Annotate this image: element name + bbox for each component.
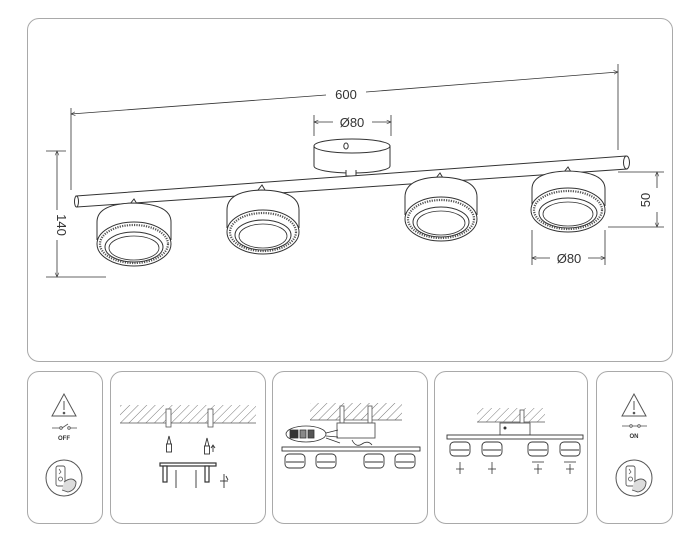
screw-icon [175,470,229,488]
dimension-total-length [71,64,618,190]
mounting-bar [74,155,630,208]
lamp-head-1 [96,198,172,267]
lamp-head-3 [404,172,478,242]
total-height-label: 140 [54,214,69,236]
ceiling-hatch [120,405,256,428]
warning-triangle-icon-on [621,392,647,417]
canopy-diameter-label: Ø80 [340,115,365,130]
lamp-head-2 [226,184,300,255]
terminal-block-icon [285,425,373,446]
fixture-icon-4 [446,434,584,457]
ceiling-canopy [313,138,391,177]
hand-tester-icon [45,459,83,497]
lamp-head-4 [530,166,606,233]
warning-triangle-icon [51,392,77,417]
dimension-head-height [608,172,664,227]
ceiling-hatch-3 [310,403,402,439]
dimension-head-diameter [532,230,605,265]
hand-tester-icon-on [615,459,653,497]
dimension-total-height [46,151,106,277]
switch-off-icon [52,423,77,430]
lamp-arrow-icon [456,461,576,474]
mounting-bracket-icon [159,462,217,483]
switch-off-label: OFF [58,436,70,442]
total-length-label: 600 [335,87,357,102]
step-drill-mount-panel [110,371,266,524]
switch-on-label: ON [630,434,639,440]
wall-plug-icon [166,435,216,455]
ceiling-hatch-4 [477,408,545,436]
head-diameter-label: Ø80 [557,251,582,266]
fixture-icon [281,446,421,469]
head-height-label: 50 [638,193,653,207]
dimension-canopy-diameter [314,115,391,136]
switch-on-icon [622,424,647,428]
